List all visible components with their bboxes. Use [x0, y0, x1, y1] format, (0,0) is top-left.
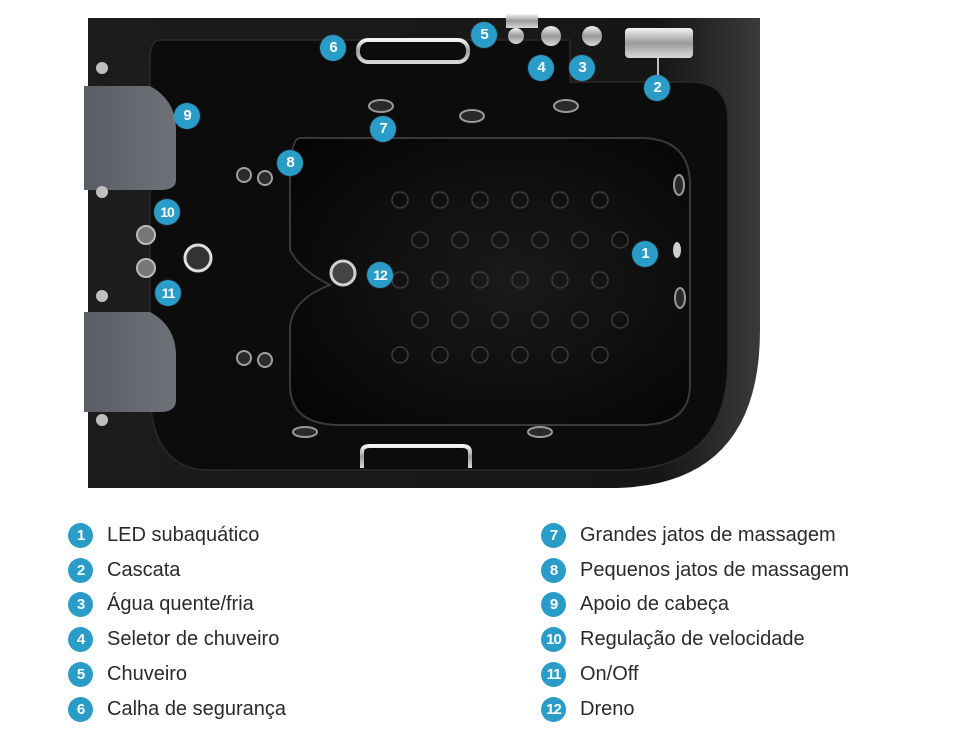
legend-item: 5 Chuveiro — [68, 657, 286, 692]
legend-badge: 3 — [68, 592, 93, 618]
callout-10: 10 — [154, 199, 180, 225]
callout-7: 7 — [370, 116, 396, 142]
led-light — [673, 242, 681, 258]
legend-item: 10 Regulação de velocidade — [541, 622, 849, 657]
callout-5: 5 — [471, 22, 497, 48]
legend-item: 9 Apoio de cabeça — [541, 588, 849, 623]
legend-label: Calha de segurança — [107, 697, 287, 720]
legend-item: 7 Grandes jatos de massagem — [541, 518, 849, 553]
legend-label: On/Off — [580, 663, 639, 686]
callout-1: 1 — [632, 241, 658, 267]
callout-6: 6 — [320, 35, 346, 61]
side-light — [183, 243, 213, 273]
callout-3: 3 — [569, 55, 595, 81]
legend-badge: 12 — [541, 696, 566, 722]
drain — [329, 259, 357, 287]
legend-badge: 9 — [541, 592, 566, 618]
callout-2: 2 — [644, 75, 670, 101]
legend-item: 8 Pequenos jatos de massagem — [541, 553, 849, 588]
legend-label: Pequenos jatos de massagem — [580, 558, 850, 581]
legend-badge: 6 — [68, 696, 93, 722]
legend-badge: 5 — [68, 662, 93, 688]
headrest-top — [84, 86, 176, 190]
legend-label: Apoio de cabeça — [580, 593, 730, 616]
callout-12: 12 — [367, 262, 393, 288]
callout-8: 8 — [277, 150, 303, 176]
legend-left-column: 1 LED subaquático 2 Cascata 3 Água quente/f… — [68, 518, 286, 727]
small-jets — [236, 167, 273, 368]
headrest-bottom — [84, 312, 176, 412]
legend-label: Regulação de velocidade — [580, 628, 805, 651]
legend-badge: 2 — [68, 557, 93, 583]
side-buttons — [136, 225, 156, 278]
legend-item: 3 Água quente/fria — [68, 588, 286, 623]
legend-label: Cascata — [107, 558, 181, 581]
legend-item: 1 LED subaquático — [68, 518, 286, 553]
legend-label: Dreno — [580, 697, 635, 720]
bottom-grab-rail — [360, 444, 472, 468]
legend-badge: 7 — [541, 522, 566, 548]
top-grab-rail — [356, 38, 470, 64]
legend-label: Chuveiro — [107, 663, 188, 686]
headrest-pins — [96, 62, 108, 426]
callout-4: 4 — [528, 55, 554, 81]
tub-basin — [289, 137, 691, 426]
legend-item: 2 Cascata — [68, 553, 286, 588]
legend-badge: 4 — [68, 627, 93, 653]
callout-11: 11 — [155, 280, 181, 306]
legend-right-column: 7 Grandes jatos de massagem 8 Pequenos jat… — [541, 518, 849, 727]
bathtub-illustration — [84, 14, 760, 488]
callout-9: 9 — [174, 103, 200, 129]
bathtub-diagram: 1 2 3 4 5 6 7 8 9 10 11 12 — [84, 14, 760, 488]
legend-label: Grandes jatos de massagem — [580, 523, 836, 546]
legend-item: 6 Calha de segurança — [68, 692, 286, 727]
floor-texture — [391, 191, 629, 364]
legend-badge: 8 — [541, 557, 566, 583]
legend-label: Seletor de chuveiro — [107, 628, 280, 651]
control-knobs — [506, 14, 602, 46]
cascade-spout — [625, 28, 693, 58]
legend-badge: 1 — [68, 522, 93, 548]
legend-item: 12 Dreno — [541, 692, 849, 727]
legend-badge: 10 — [541, 627, 566, 653]
legend-item: 4 Seletor de chuveiro — [68, 622, 286, 657]
large-jets — [292, 99, 686, 438]
legend-label: LED subaquático — [107, 523, 260, 546]
legend-badge: 11 — [541, 662, 566, 688]
legend-item: 11 On/Off — [541, 657, 849, 692]
legend-label: Água quente/fria — [107, 593, 254, 616]
